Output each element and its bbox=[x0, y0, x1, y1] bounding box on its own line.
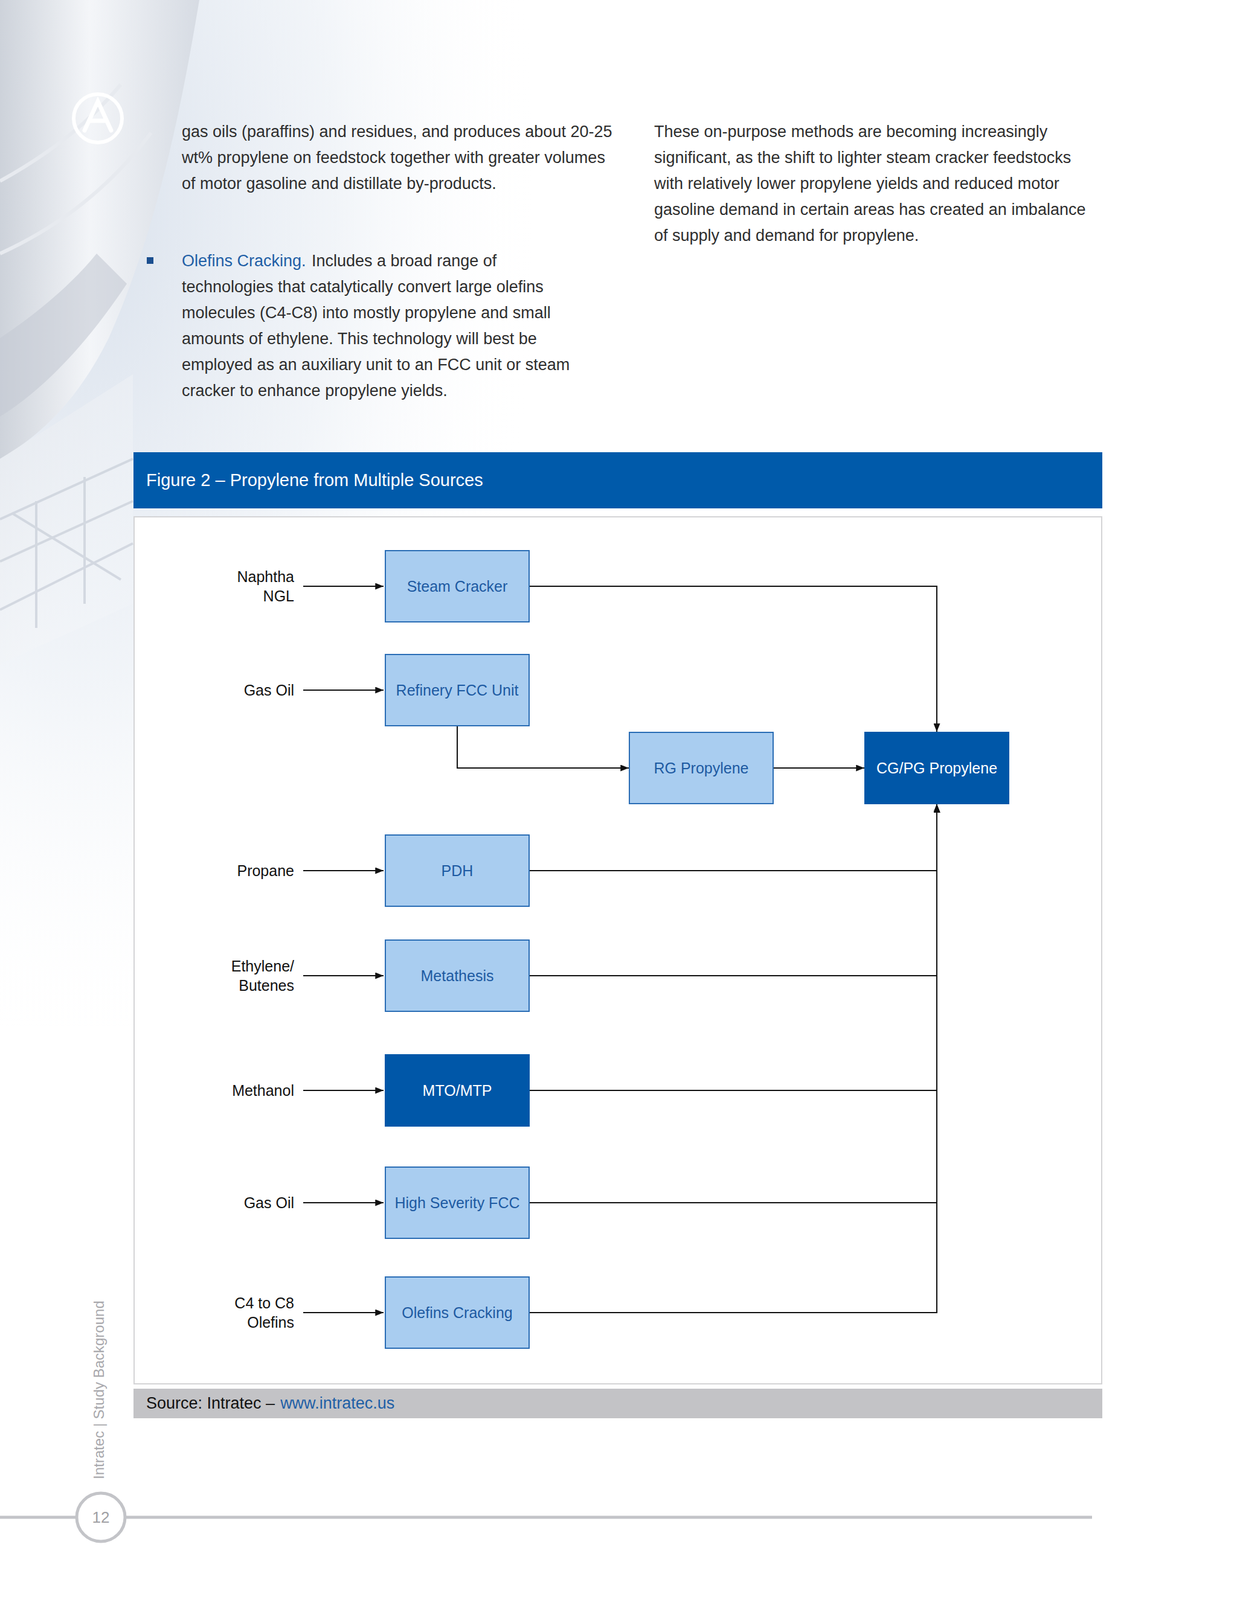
input-label: Gas Oil bbox=[220, 680, 295, 701]
body-paragraph: gas oils (paraffins) and residues, and p… bbox=[181, 118, 617, 197]
input-arrow bbox=[303, 870, 384, 872]
process-box: CG/PG Propylene bbox=[864, 732, 1010, 805]
bullet-heading: Olefins Cracking. bbox=[181, 251, 307, 270]
body-text: Includes a broad range of technologies t… bbox=[181, 251, 570, 400]
flow-arrow bbox=[773, 767, 865, 769]
structure-shape bbox=[0, 374, 133, 665]
input-label: C4 to C8 Olefins bbox=[220, 1293, 295, 1333]
process-box: MTO/MTP bbox=[384, 1054, 530, 1128]
box-label: RG Propylene bbox=[653, 759, 749, 778]
input-label: Methanol bbox=[220, 1081, 295, 1101]
box-label: CG/PG Propylene bbox=[876, 759, 998, 778]
box-label: Olefins Cracking bbox=[401, 1304, 513, 1323]
body-paragraph: Olefins Cracking.Includes a broad range … bbox=[181, 248, 575, 405]
logo-ring bbox=[73, 94, 123, 143]
source-caption: Source: Intratec – bbox=[146, 1394, 275, 1414]
input-arrow bbox=[303, 975, 384, 977]
process-box: PDH bbox=[384, 834, 530, 908]
figure-title-bar: Figure 2 – Propylene from Multiple Sourc… bbox=[133, 452, 1103, 509]
input-label: Naphtha NGL bbox=[220, 567, 295, 606]
flow-arrow bbox=[529, 804, 937, 1091]
box-label: Refinery FCC Unit bbox=[396, 681, 519, 700]
flow-arrow bbox=[529, 804, 937, 1314]
process-box: Metathesis bbox=[384, 939, 530, 1013]
pipe-seam bbox=[0, 84, 121, 182]
box-label: PDH bbox=[441, 861, 474, 881]
page-number-circle bbox=[76, 1493, 126, 1543]
pipe-shape bbox=[0, 0, 200, 460]
body-text: gas oils (paraffins) and residues, and p… bbox=[181, 122, 612, 193]
source-link: www.intratec.us bbox=[280, 1394, 395, 1414]
input-label: Propane bbox=[220, 861, 295, 881]
box-label: High Severity FCC bbox=[395, 1194, 521, 1213]
flow-arrow bbox=[529, 586, 937, 733]
flow-arrow bbox=[529, 804, 937, 1204]
side-running-head: Intratec | Study Background bbox=[90, 1301, 108, 1480]
input-arrow bbox=[303, 689, 384, 691]
process-box: Refinery FCC Unit bbox=[384, 654, 530, 727]
figure-title: Figure 2 – Propylene from Multiple Sourc… bbox=[146, 470, 484, 491]
input-arrow bbox=[303, 1090, 384, 1092]
footer-rule bbox=[0, 1516, 1093, 1520]
body-paragraph: These on-purpose methods are becoming in… bbox=[654, 118, 1102, 249]
process-box: High Severity FCC bbox=[384, 1166, 530, 1240]
input-arrow bbox=[303, 585, 384, 588]
bullet-square bbox=[146, 257, 154, 264]
input-label: Gas Oil bbox=[220, 1193, 295, 1213]
process-box: Olefins Cracking bbox=[384, 1276, 530, 1350]
box-label: Steam Cracker bbox=[407, 577, 508, 596]
logo-mark bbox=[84, 101, 112, 131]
steel-lattice bbox=[0, 459, 133, 629]
box-label: MTO/MTP bbox=[422, 1081, 493, 1100]
source-bar: Source: Intratec –www.intratec.us bbox=[133, 1389, 1103, 1419]
flow-arrow bbox=[529, 804, 937, 871]
figure-panel bbox=[133, 516, 1103, 1385]
input-arrow bbox=[303, 1202, 384, 1204]
process-box: RG Propylene bbox=[628, 732, 774, 805]
body-text: These on-purpose methods are becoming in… bbox=[654, 122, 1086, 245]
flow-arrow bbox=[529, 804, 937, 977]
input-arrow bbox=[303, 1312, 384, 1314]
box-label: Metathesis bbox=[420, 967, 495, 986]
input-label: Ethylene/ Butenes bbox=[220, 956, 295, 996]
page-number: 12 bbox=[76, 1508, 126, 1528]
process-box: Steam Cracker bbox=[384, 550, 530, 623]
pipe-seam bbox=[0, 132, 152, 254]
flow-arrow bbox=[457, 726, 629, 769]
